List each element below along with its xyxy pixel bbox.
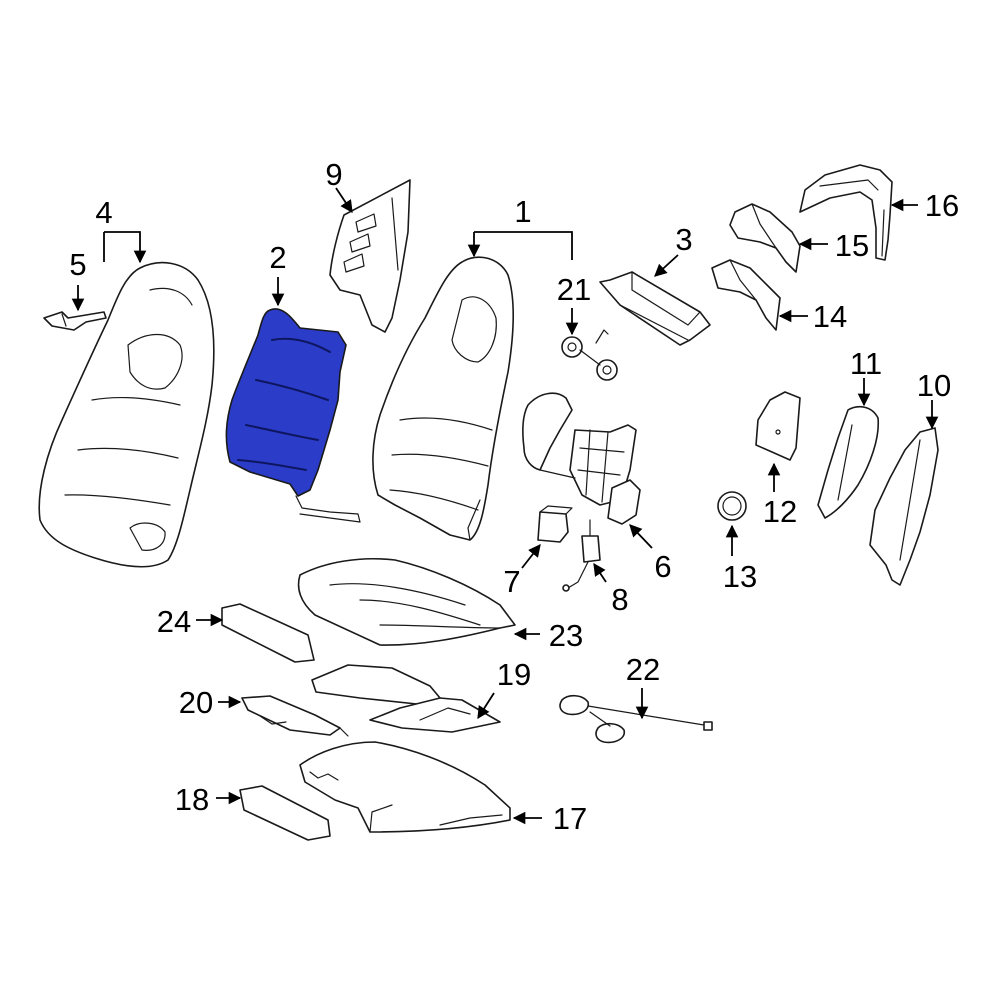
callout-24: 24	[157, 604, 191, 639]
callout-5: 5	[69, 247, 86, 282]
part-7-module	[537, 505, 573, 543]
part-14-bracket	[711, 259, 781, 331]
callout-11: 11	[850, 346, 882, 381]
part-20-heater	[241, 695, 349, 737]
part-10-bolster	[869, 427, 939, 586]
callout-23: 23	[549, 618, 583, 653]
part-3-bracket	[599, 271, 711, 346]
leader-lines	[71, 187, 939, 825]
callout-13: 13	[723, 559, 757, 594]
callout-2: 2	[269, 240, 286, 275]
callout-20: 20	[179, 685, 213, 720]
part-19-cushion-pad	[311, 664, 501, 733]
callout-18: 18	[175, 782, 209, 817]
callout-17: 17	[553, 801, 587, 836]
callout-9: 9	[325, 157, 342, 192]
part-23-cushion-cover	[297, 557, 516, 646]
part-18-pad	[239, 785, 331, 841]
callout-1: 1	[514, 194, 531, 229]
callout-7: 7	[503, 564, 520, 599]
part-6-recliner	[522, 392, 641, 525]
callout-22: 22	[626, 652, 660, 687]
callout-10: 10	[917, 368, 951, 403]
part-16-trim-panel	[799, 164, 893, 261]
part-21-fastener	[561, 329, 618, 381]
part-8-cable	[562, 519, 601, 592]
part-17-cushion-frame	[299, 741, 511, 833]
callout-4: 4	[95, 195, 112, 230]
callout-labels: 4 5 2 9 1 21 3 16 15 14 11 10 12 13 6 7 …	[69, 157, 959, 836]
part-5-clip	[43, 311, 107, 331]
part-11-bolster	[817, 405, 880, 519]
part-15-bracket	[729, 203, 801, 273]
callout-6: 6	[654, 549, 671, 584]
part-1-seat-back-frame	[372, 256, 515, 541]
callout-14: 14	[813, 299, 847, 334]
part-4-seat-back-cover	[38, 261, 215, 568]
callout-8: 8	[611, 582, 628, 617]
part-24-pad	[221, 603, 315, 663]
part-13-knob	[717, 491, 747, 521]
part-12-bracket	[755, 391, 801, 461]
callout-15: 15	[835, 228, 869, 263]
callout-19: 19	[497, 657, 531, 692]
part-2-seat-back-pad	[225, 308, 361, 523]
callout-3: 3	[675, 222, 692, 257]
part-22-wire-harness	[559, 694, 713, 744]
callout-21: 21	[557, 272, 591, 307]
callout-12: 12	[763, 494, 797, 529]
callout-16: 16	[925, 188, 959, 223]
part-9-side-panel	[329, 179, 411, 333]
